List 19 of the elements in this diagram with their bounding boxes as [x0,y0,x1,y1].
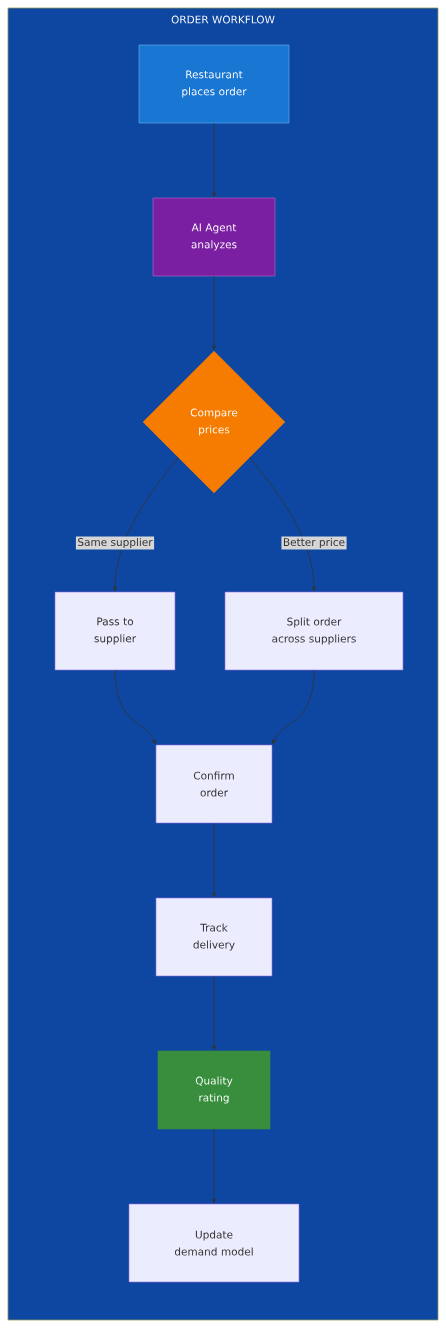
process-box: Quality rating [157,1050,271,1130]
arrow [272,669,315,745]
arrow [212,122,216,198]
arrow [114,669,156,745]
edge-label: Better price [281,536,347,550]
arrow [212,1128,216,1204]
process-box: Track delivery [155,897,273,977]
process-box: AI Agent analyzes [152,197,276,277]
arrow [249,457,316,592]
arrow [212,822,216,898]
edge-label: Same supplier [75,536,155,550]
process-box: Update demand model [128,1203,300,1283]
arrow [113,457,179,592]
process-box: Split order across suppliers [224,591,404,671]
arrow [212,975,216,1051]
process-box: Pass to supplier [54,591,176,671]
arrow [212,275,216,351]
process-box: Restaurant places order [138,44,290,124]
process-box: Confirm order [155,744,273,824]
